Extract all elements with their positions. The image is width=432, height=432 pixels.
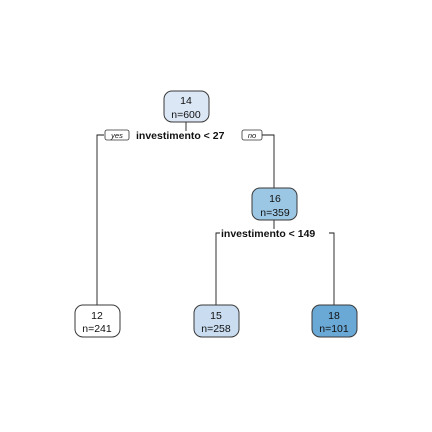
- tree-edges: [96, 122, 335, 308]
- yes-tag: yes: [110, 131, 123, 140]
- second-split-label: investimento < 149: [221, 228, 315, 240]
- internal-node-value: 16: [269, 193, 281, 205]
- leaf-node-1: 15 n=258: [193, 304, 240, 338]
- edge-second-left: [215, 232, 220, 305]
- no-tag: no: [248, 131, 256, 140]
- yes-tag-box: [104, 129, 130, 141]
- internal-node-count: n=359: [260, 207, 290, 219]
- internal-node-box: [251, 187, 298, 221]
- leaf-node-value: 18: [328, 310, 340, 322]
- internal-node: 16 n=359: [251, 187, 298, 221]
- root-node: 14 n=600: [163, 90, 210, 123]
- leaf-node-0: 12 n=241: [74, 304, 121, 338]
- no-tag-box: [241, 129, 263, 141]
- root-node-value: 14: [180, 95, 192, 107]
- leaf-node-box: [311, 304, 358, 338]
- first-split-label: investimento < 27: [136, 130, 225, 142]
- leaf-node-count: n=101: [319, 323, 349, 335]
- leaf-node-box: [193, 304, 240, 338]
- leaf-node-2: 18 n=101: [311, 304, 358, 338]
- root-node-count: n=600: [171, 109, 201, 121]
- second-split: investimento < 149: [221, 228, 315, 240]
- leaf-node-count: n=241: [82, 323, 112, 335]
- leaf-node-value: 15: [210, 310, 222, 322]
- first-split: yes investimento < 27 no: [104, 129, 263, 142]
- leaf-node-value: 12: [91, 310, 103, 322]
- edge-second-right: [329, 232, 335, 305]
- leaf-node-count: n=258: [201, 323, 231, 335]
- root-node-box: [163, 90, 210, 123]
- leaf-node-box: [74, 304, 121, 338]
- edge-right-branch: [262, 134, 275, 188]
- edge-left-branch: [96, 134, 104, 308]
